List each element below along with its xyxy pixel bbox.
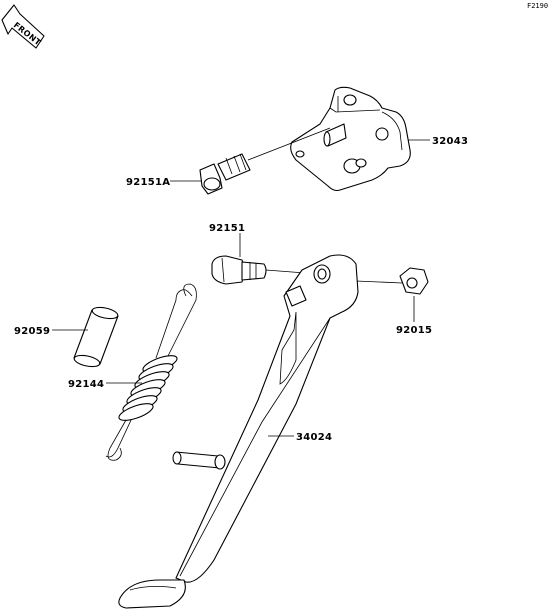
spring-92144	[105, 283, 197, 461]
nut-92015	[355, 267, 429, 295]
side-stand-34024	[118, 254, 359, 609]
bracket-32043	[290, 86, 411, 192]
part-label-92151: 92151	[209, 223, 245, 234]
part-label-32043: 32043	[432, 136, 468, 147]
part-label-34024: 34024	[296, 432, 332, 443]
part-label-92015: 92015	[396, 325, 432, 336]
part-label-92151a: 92151A	[126, 177, 170, 188]
pivot-bolt-92151	[211, 255, 319, 285]
spring-coil	[118, 355, 178, 421]
part-label-92144: 92144	[68, 379, 104, 390]
bolt-92151a	[199, 127, 331, 195]
collar-92059	[73, 306, 119, 368]
front-arrow-icon: FRONT	[1, 4, 45, 49]
part-label-92059: 92059	[14, 326, 50, 337]
diagram-code: F2190	[527, 2, 548, 10]
